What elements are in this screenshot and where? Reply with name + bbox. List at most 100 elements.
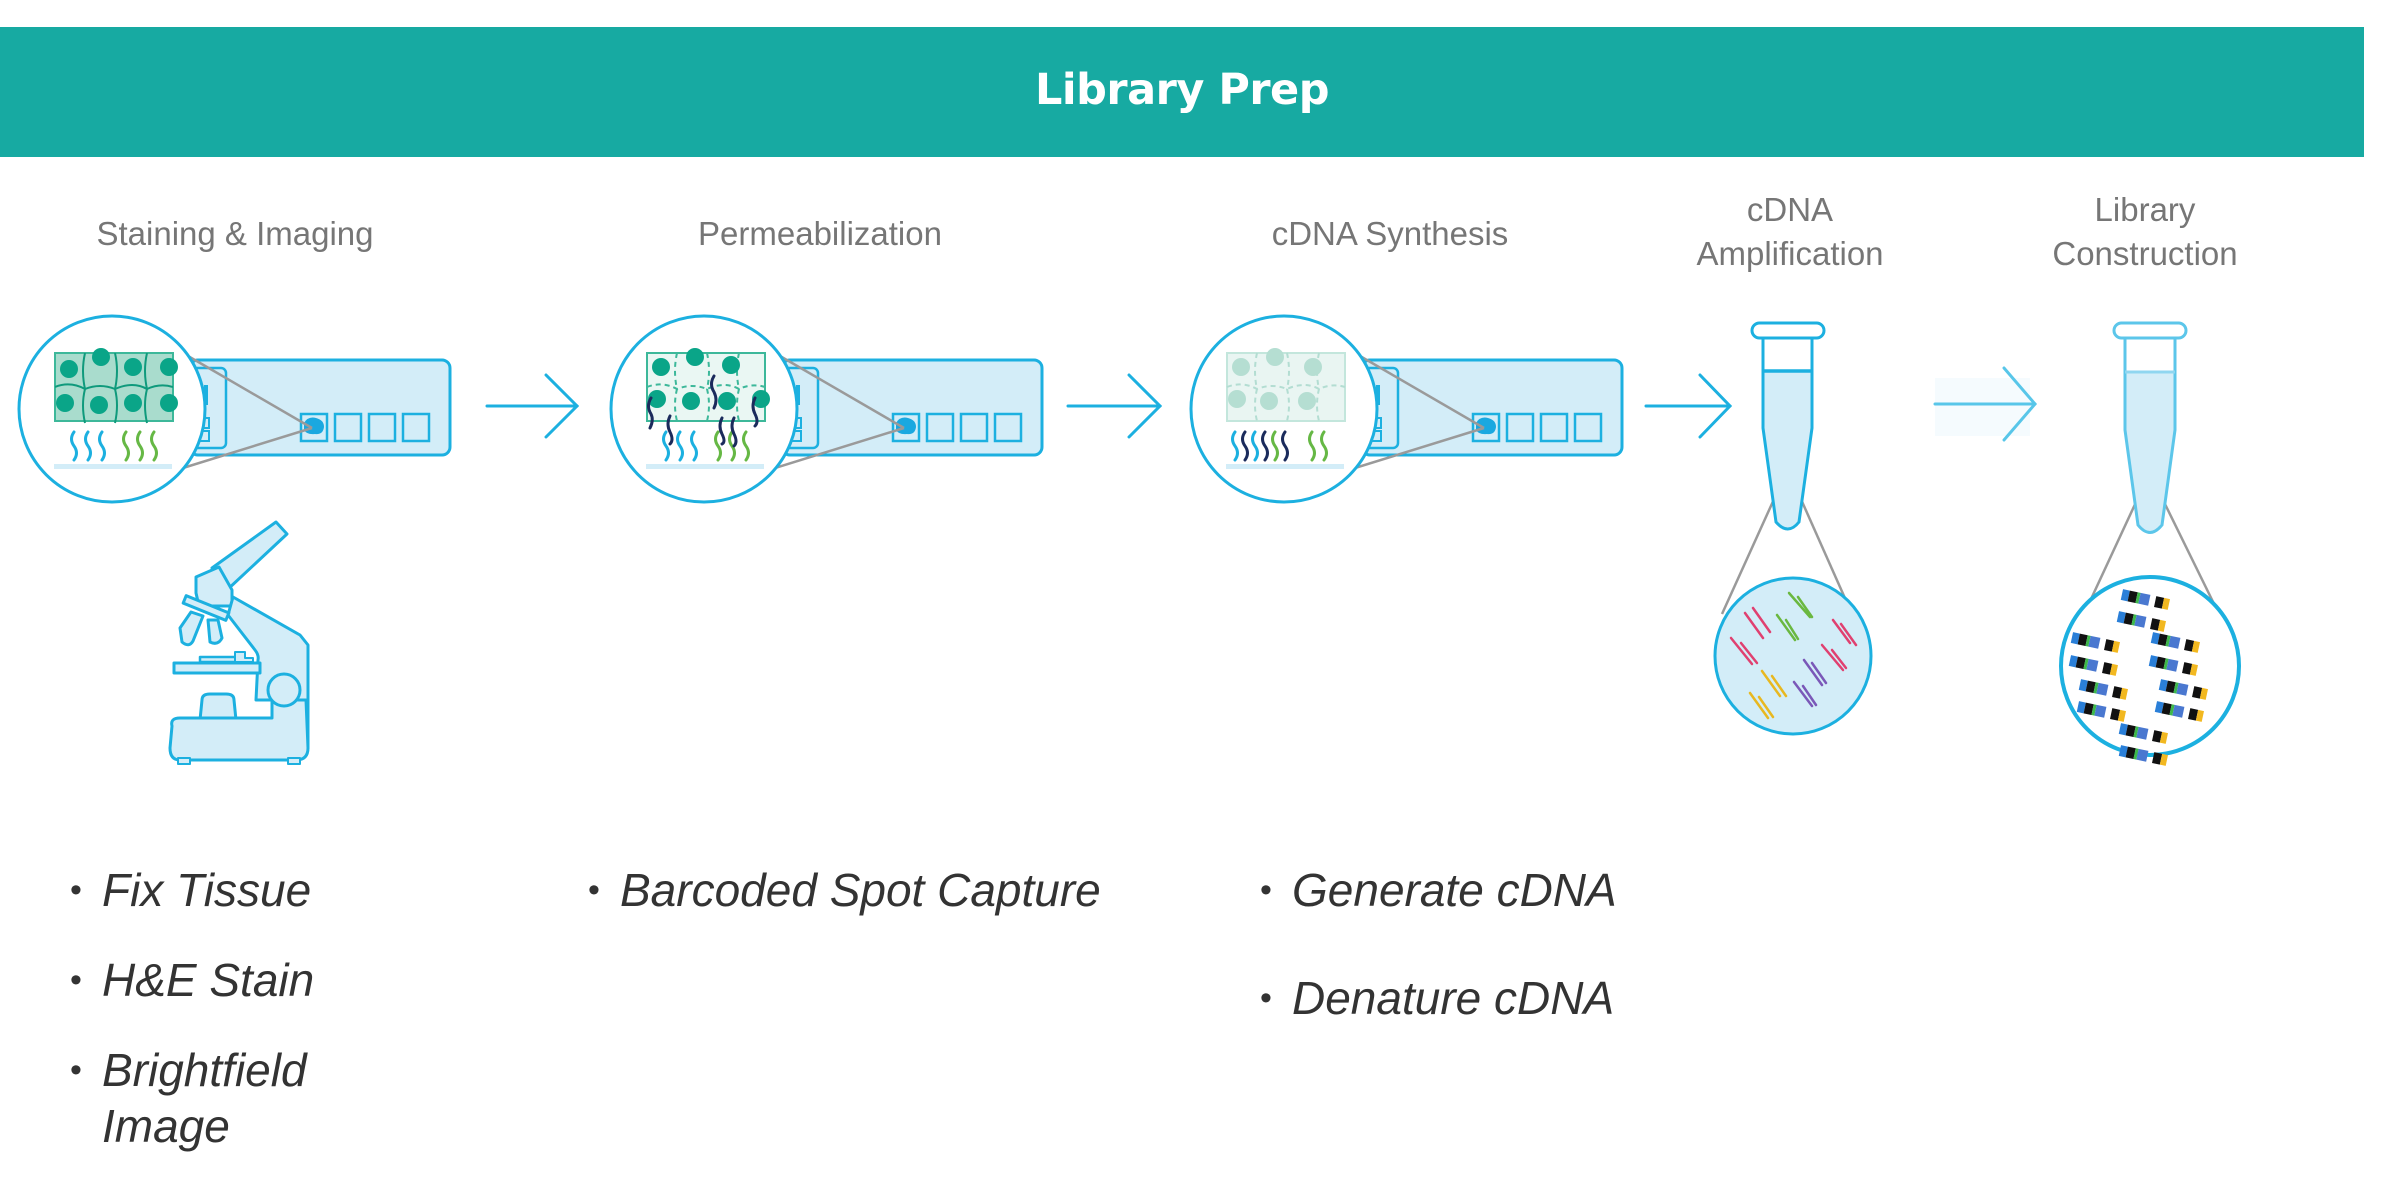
slide-illustration-cdna-synthesis	[1189, 314, 1624, 504]
tube-illustration-cdna-amplification	[1713, 321, 1873, 736]
fragment-segment	[2159, 731, 2168, 744]
fragment-segment	[2075, 656, 2086, 669]
library-fragment	[2118, 745, 2168, 766]
tissue-cells-icon	[54, 348, 178, 424]
bullet-item: •Generate cDNA	[1260, 864, 1617, 916]
fragment-segment	[2093, 682, 2099, 694]
library-fragment	[2078, 679, 2128, 700]
fragment-segment	[2068, 655, 2078, 668]
library-fragment	[2116, 611, 2166, 632]
library-fragment	[2150, 632, 2200, 653]
step-label-line: cDNA	[1746, 191, 1834, 228]
fragment-segment	[2135, 592, 2141, 604]
fragment-segment	[2184, 639, 2195, 652]
step-label-line: Library	[2094, 191, 2196, 228]
fragment-segment	[2182, 662, 2193, 675]
tube-illustration-library-construction	[2059, 321, 2241, 766]
fragment-segment	[2111, 640, 2120, 653]
fragment-segment	[2104, 639, 2115, 652]
fragment-segment	[2109, 663, 2118, 676]
fragment-segment	[2096, 682, 2109, 696]
step-label-staining-imaging: Staining & Imaging	[96, 212, 373, 256]
fragment-segment	[2078, 679, 2088, 692]
fragment-segment	[2119, 687, 2128, 700]
fragment-segment	[2123, 612, 2134, 625]
fragment-segment	[2136, 726, 2149, 740]
arrow-right-icon	[1644, 373, 1733, 439]
fragment-segment	[2077, 633, 2088, 646]
fragment-segment	[2199, 687, 2208, 700]
fragment-segment	[2163, 658, 2169, 670]
fragment-segment	[2127, 590, 2138, 603]
library-fragment	[2158, 679, 2208, 700]
fragment-segment	[2148, 655, 2158, 668]
step-label-line: Staining & Imaging	[96, 215, 374, 252]
fragment-segment	[2133, 748, 2139, 760]
fragment-segment	[2102, 662, 2113, 675]
fragment-segment	[2085, 635, 2091, 647]
fragment-segment	[2118, 745, 2128, 758]
arrow-right-icon	[1066, 373, 1163, 439]
fragment-segment	[2083, 658, 2089, 670]
library-fragment	[2068, 655, 2118, 676]
fragment-segment	[2150, 632, 2160, 645]
fragment-segment	[2173, 682, 2179, 694]
cdna-fragments	[1729, 591, 1858, 720]
title-banner: Library Prep	[0, 27, 2364, 157]
fragment-segment	[2152, 752, 2163, 765]
library-fragment	[2076, 701, 2126, 722]
fragment-segment	[2165, 635, 2171, 647]
fragment-segment	[2172, 704, 2185, 718]
library-fragment	[2154, 701, 2204, 722]
fragment-segment	[2161, 702, 2172, 715]
fragment-segment	[2120, 589, 2130, 602]
step-label-cdna-amplification: cDNA Amplification	[1696, 188, 1883, 276]
fragment-segment	[2155, 656, 2166, 669]
arrow-right-icon	[1933, 366, 2037, 442]
fragment-segment	[2165, 680, 2176, 693]
bullet-item: •Fix Tissue	[70, 864, 312, 916]
slide-illustration-staining	[17, 314, 452, 504]
bullet-item: •H&E Stain	[70, 954, 315, 1006]
bullet-list-permeabilization: •Barcoded Spot Capture	[588, 862, 1208, 918]
library-fragment	[2070, 632, 2120, 653]
fragment-segment	[2070, 632, 2080, 645]
fragment-segment	[2086, 658, 2099, 672]
fragment-segment	[2195, 709, 2204, 722]
fragment-segment	[2157, 619, 2166, 632]
slide-illustration-permeabilization	[609, 314, 1044, 504]
bullet-list-staining-imaging: •Fix Tissue •H&E Stain •Brightfield Imag…	[70, 862, 390, 1154]
fragment-segment	[2118, 723, 2128, 736]
fragment-segment	[2161, 597, 2170, 610]
bullet-item: •Brightfield Image	[70, 1044, 307, 1152]
bullet-item: •Denature cDNA	[1260, 972, 1615, 1024]
library-fragments	[2068, 589, 2208, 766]
fragment-segment	[2110, 708, 2121, 721]
page-title: Library Prep	[1034, 65, 1330, 115]
library-fragment	[2118, 723, 2168, 744]
fragment-segment	[2134, 614, 2147, 628]
library-fragment	[2120, 589, 2170, 610]
fragment-segment	[2192, 686, 2203, 699]
fragment-segment	[2159, 753, 2168, 766]
fragment-segment	[2169, 704, 2175, 716]
fragment-segment	[2191, 640, 2200, 653]
step-label-line: Amplification	[1696, 235, 1884, 272]
fragment-segment	[2076, 701, 2086, 714]
step-label-cdna-synthesis: cDNA Synthesis	[1272, 212, 1509, 256]
fragment-segment	[2117, 709, 2126, 722]
fragment-segment	[2168, 635, 2181, 649]
fragment-segment	[2133, 726, 2139, 738]
step-label-library-construction: Library Construction	[2052, 188, 2237, 276]
fragment-segment	[2094, 704, 2107, 718]
fragment-segment	[2189, 663, 2198, 676]
fragment-segment	[2085, 680, 2096, 693]
fragment-segment	[2138, 592, 2151, 606]
microscope-icon	[168, 520, 310, 765]
step-label-line: cDNA Synthesis	[1271, 215, 1509, 252]
fragment-segment	[2083, 702, 2094, 715]
fragment-segment	[2154, 701, 2164, 714]
arrow-right-icon	[485, 373, 580, 439]
fragment-segment	[2125, 724, 2136, 737]
